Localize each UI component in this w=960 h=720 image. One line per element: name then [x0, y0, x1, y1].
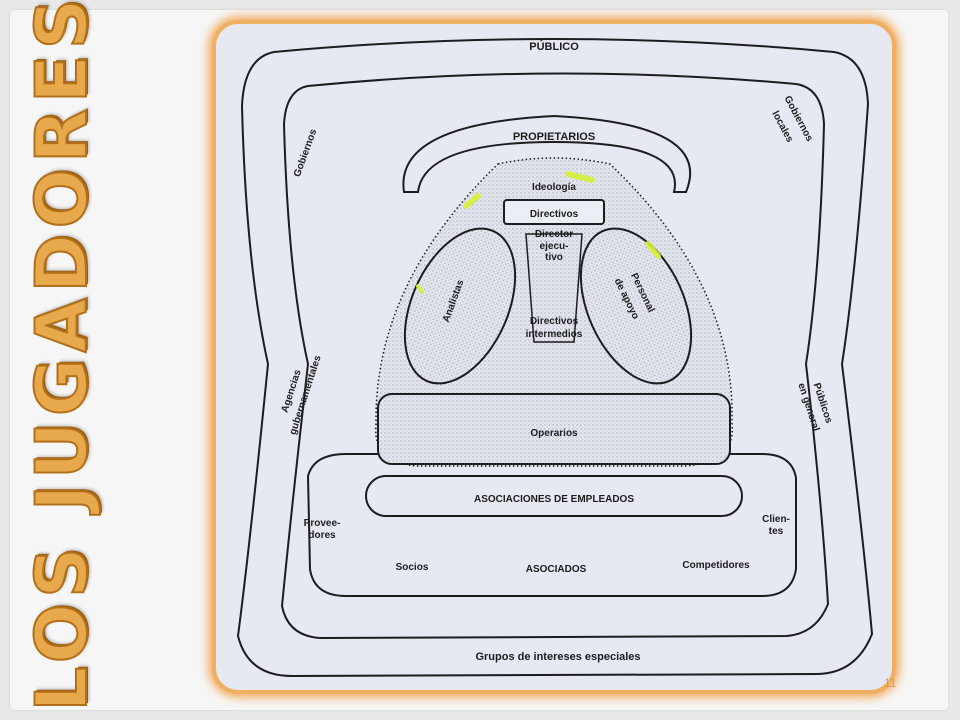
label-publico: PÚBLICO — [529, 40, 579, 53]
label-director-2: ejecu- — [540, 241, 569, 252]
owners-arch — [402, 114, 692, 193]
label-proveedores-2: dores — [308, 530, 336, 541]
label-operarios: Operarios — [530, 428, 578, 439]
label-ideologia: Ideología — [532, 182, 576, 193]
associates-band — [306, 453, 797, 597]
label-proveedores-1: Provee- — [304, 518, 341, 529]
players-diagram: PÚBLICO Gobiernos Gobiernos locales PROP… — [236, 38, 874, 678]
employee-associations-pill — [365, 475, 743, 517]
public-boundary — [280, 72, 830, 640]
label-directivos: Directivos — [530, 209, 579, 220]
highlight-mark-4 — [416, 284, 424, 294]
slide-title: LOS JUGADORES — [20, 0, 104, 712]
outer-boundary — [236, 38, 874, 678]
label-competidores: Competidores — [682, 560, 750, 571]
label-directivos-intermedios-1: Directivos — [530, 316, 579, 327]
highlight-mark-2 — [565, 171, 595, 183]
label-directivos-intermedios-2: intermedios — [526, 329, 583, 340]
label-gobiernos: Gobiernos — [292, 127, 320, 178]
page-number: 11 — [884, 676, 897, 690]
highlight-mark-1 — [463, 193, 481, 209]
label-socios: Socios — [396, 562, 429, 573]
support-staff-ellipse — [579, 227, 693, 385]
directors-box — [503, 199, 605, 225]
diagram-photo: PÚBLICO Gobiernos Gobiernos locales PROP… — [212, 20, 896, 694]
label-director-1: Director — [535, 229, 573, 240]
label-asociados: ASOCIADOS — [526, 564, 587, 575]
label-propietarios: PROPIETARIOS — [513, 131, 595, 143]
label-asociaciones: ASOCIACIONES DE EMPLEADOS — [474, 494, 634, 505]
label-clientes-1: Clien- — [762, 514, 790, 525]
operators-box — [377, 393, 731, 465]
highlight-mark-3 — [645, 241, 661, 259]
label-clientes-2: tes — [769, 526, 784, 537]
label-grupos: Grupos de intereses especiales — [475, 651, 640, 663]
middle-line — [525, 233, 583, 343]
label-director-3: tivo — [545, 252, 563, 263]
